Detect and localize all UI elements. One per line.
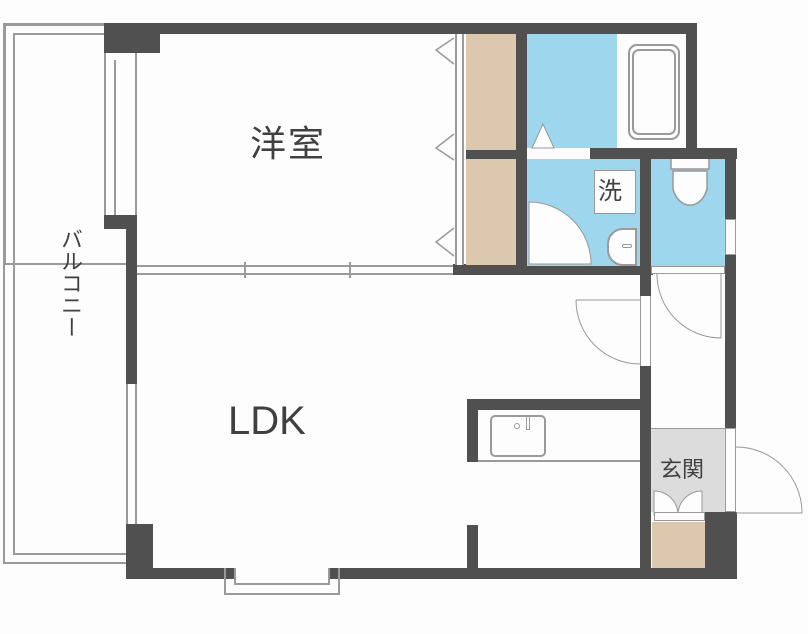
window-ldk-bottom [234,568,330,585]
hallway-door-frame [640,296,651,366]
wall-right-bottom [705,512,737,579]
shoe-cabinet [652,522,705,568]
kitchen-counter-line [478,460,640,462]
window-ldk-left [126,384,137,524]
balcony-left-outer-line [3,23,5,265]
balcony-bottom-inner-line [13,553,127,555]
partition-tick-1 [244,262,246,278]
kitchen-faucet-handle [526,416,530,430]
window-western-left-inner [114,60,116,215]
wall-left-top-stub [104,23,115,60]
kitchen-faucet-icon [514,423,520,429]
toilet-window [725,219,736,255]
kitchen-wall-top [467,399,645,410]
window-western-left [104,53,137,215]
hallway-door-icon[interactable] [575,296,642,368]
wall-closet-bath [516,34,527,274]
partition-sliding-door[interactable] [137,265,457,275]
wall-top-toilet [590,148,737,159]
wall-right-bath [686,23,697,153]
bath-door-frame [528,150,590,158]
balcony-border-outer [4,24,128,265]
sink-icon [607,228,637,266]
balcony-left-inner-line [13,33,15,554]
toilet-door-frame [651,266,725,274]
wall-wash-toilet [640,159,651,296]
partition-tick-2 [349,262,351,278]
entrance-door-frame [725,428,736,512]
entrance-door-icon[interactable] [735,445,806,515]
wall-bottom-left [126,568,234,579]
kitchen-wall-left [467,399,478,462]
western-room-label: 洋室 [250,124,327,165]
entrance-label: 玄関 [660,458,705,483]
wall-bottom-right [330,568,736,579]
entrance-step [651,428,725,438]
shoe-cabinet-doors-icon[interactable] [653,487,704,517]
wall-left [126,214,137,384]
window-ldk-bottom-outer [224,568,340,595]
bathtub-inner [632,49,676,135]
balcony-top-inner-line [13,33,104,35]
toilet-door-icon[interactable] [655,273,723,340]
balcony-label: バルコニー [57,228,82,338]
closet-divider [466,150,526,159]
bathtub-icon [628,44,680,140]
shoe-cabinet-frame [654,512,705,521]
wall-hallway-left [640,366,651,578]
washroom-label: 洗 [598,177,622,205]
sink-faucet [622,244,632,248]
kitchen-wall-left-lower [467,525,478,577]
closet-door-line [455,34,464,265]
kitchen-sink-icon[interactable] [490,415,546,457]
closet-upper [466,34,516,150]
ldk-label: LDK [228,399,306,443]
bath-door-icon[interactable] [527,118,563,152]
toilet-icon [670,159,710,206]
wall-right [725,148,736,428]
partition-wall [453,264,653,275]
wall-top [104,23,696,34]
balcony-left-outer-line-2 [3,264,5,564]
balcony-bottom-outer-line [3,562,127,564]
washroom-door-icon[interactable] [528,201,593,268]
closet-lower [466,159,516,265]
washroom-label-box [594,170,636,214]
closet-folding-doors-icon [434,37,455,257]
